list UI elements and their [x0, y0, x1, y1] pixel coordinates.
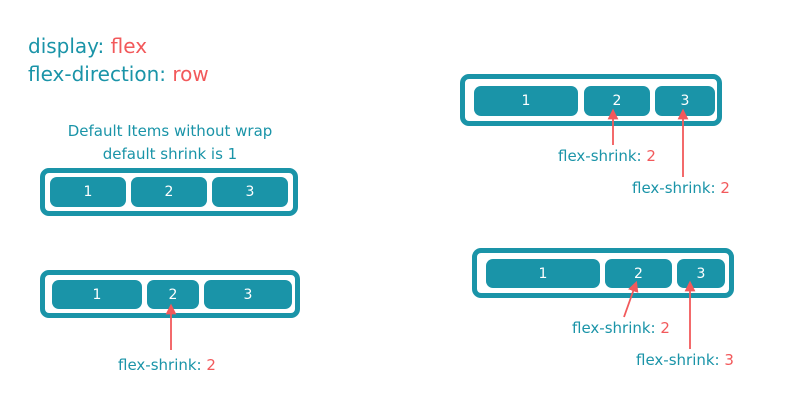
flex-container-two-shrink-equal: 1 2 3: [460, 74, 722, 126]
flex-shrink-label-prop: flex-shrink:: [632, 179, 716, 197]
flex-container-one-shrink: 1 2 3: [40, 270, 300, 318]
default-caption-line1: Default Items without wrap: [67, 122, 273, 140]
flex-shrink-label-prop: flex-shrink:: [572, 319, 656, 337]
flex-shrink-label-prop: flex-shrink:: [118, 356, 202, 374]
heading-flex-direction: flex-direction: row: [28, 60, 209, 88]
flex-item-1: 1: [52, 280, 142, 309]
heading-display: display: flex: [28, 32, 147, 60]
arrow-to-item-2: [623, 280, 639, 318]
heading-display-value: flex: [110, 34, 148, 58]
flex-item-3: 3: [204, 280, 292, 309]
flex-shrink-label-value: 2: [206, 356, 216, 374]
flex-shrink-label-value: 2: [646, 147, 656, 165]
flex-shrink-label-value: 2: [720, 179, 730, 197]
flex-container-two-shrink-diff: 1 2 3: [472, 248, 734, 298]
flex-item-2: 2: [131, 177, 207, 207]
flex-item-1: 1: [474, 86, 578, 116]
heading-display-prop: display:: [28, 34, 105, 58]
flex-item-3: 3: [212, 177, 288, 207]
flex-item-2: 2: [605, 259, 672, 288]
heading-flex-direction-prop: flex-direction:: [28, 62, 166, 86]
flex-item-1: 1: [50, 177, 126, 207]
default-caption-line2: default shrink is 1: [102, 145, 238, 163]
flex-shrink-label-prop: flex-shrink:: [636, 351, 720, 369]
flex-shrink-label-b: flex-shrink: 2: [632, 178, 730, 198]
flex-shrink-label-b: flex-shrink: 3: [636, 350, 734, 370]
flex-shrink-label: flex-shrink: 2: [118, 355, 216, 375]
heading-flex-direction-value: row: [172, 62, 209, 86]
flex-shrink-label-value: 3: [724, 351, 734, 369]
flex-shrink-label-a: flex-shrink: 2: [558, 146, 656, 166]
flex-shrink-label-value: 2: [660, 319, 670, 337]
flex-container-default: 1 2 3: [40, 168, 298, 216]
flex-shrink-label-a: flex-shrink: 2: [572, 318, 670, 338]
flex-item-1: 1: [486, 259, 600, 288]
flex-shrink-label-prop: flex-shrink:: [558, 147, 642, 165]
